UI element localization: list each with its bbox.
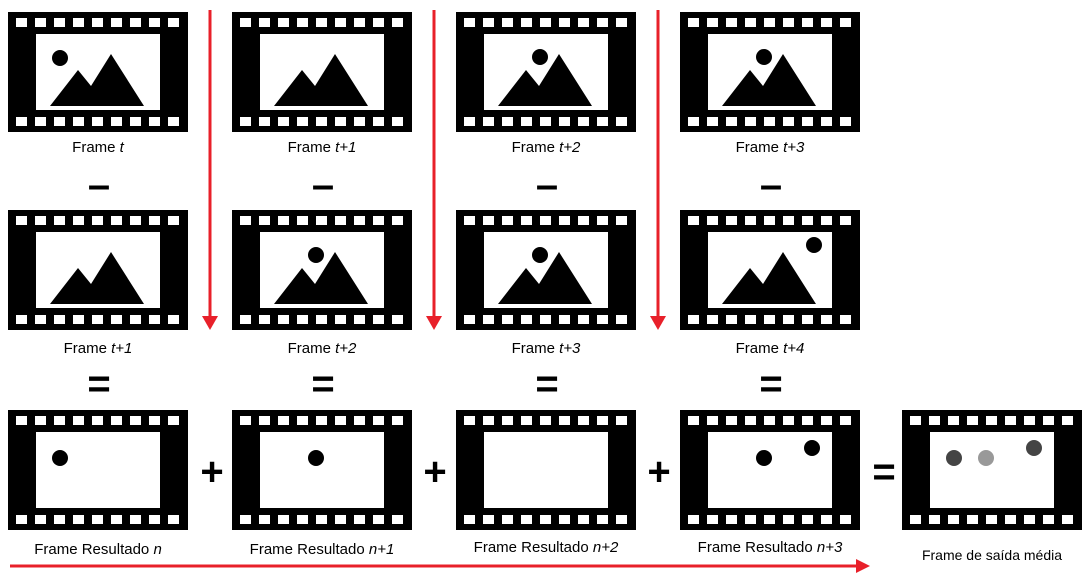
dot [756, 450, 772, 466]
film-frame-t3-b [456, 210, 636, 330]
film-result-n3 [680, 410, 860, 530]
dot [52, 50, 68, 66]
label-frame-t3-b: Frame t+3 [456, 340, 636, 357]
film-result-n1 [232, 410, 412, 530]
film-frame-t3 [680, 12, 860, 132]
label-frame-t1: Frame t+1 [232, 139, 412, 156]
minus-operator: – [751, 165, 791, 205]
film-frame-t2 [456, 12, 636, 132]
arrow-down-icon [424, 10, 444, 332]
film-result-n2 [456, 410, 636, 530]
label-result-n2: Frame Resultado n+2 [456, 539, 636, 556]
minus-operator: – [303, 165, 343, 205]
film-frame-t [8, 12, 188, 132]
dot [308, 450, 324, 466]
label-frame-t: Frame t [8, 139, 188, 156]
dot [978, 450, 994, 466]
minus-operator: – [527, 165, 567, 205]
arrow-down-icon [648, 10, 668, 332]
equals-operator: = [751, 364, 791, 404]
plus-operator: + [415, 452, 455, 492]
label-frame-t2: Frame t+2 [456, 139, 636, 156]
minus-operator: – [79, 165, 119, 205]
label-frame-t2-b: Frame t+2 [232, 340, 412, 357]
label-result-n3: Frame Resultado n+3 [680, 539, 860, 556]
equals-operator: = [79, 364, 119, 404]
film-frame-t1 [232, 12, 412, 132]
label-result-n1: Frame Resultado n+1 [232, 541, 412, 558]
dot [804, 440, 820, 456]
dot [946, 450, 962, 466]
plus-operator: + [192, 452, 232, 492]
equals-operator: = [864, 452, 904, 492]
film-frame-t2-b [232, 210, 412, 330]
dot [806, 237, 822, 253]
plus-operator: + [639, 452, 679, 492]
equals-operator: = [527, 364, 567, 404]
dot [52, 450, 68, 466]
film-frame-t1-b [8, 210, 188, 330]
film-output-average [902, 410, 1082, 530]
dot [1026, 440, 1042, 456]
label-result-n: Frame Resultado n [8, 541, 188, 558]
label-frame-t3: Frame t+3 [680, 139, 860, 156]
label-frame-t4-b: Frame t+4 [680, 340, 860, 357]
label-output-average: Frame de saída média [902, 547, 1082, 563]
dot [308, 247, 324, 263]
arrow-right-icon [10, 558, 872, 574]
dot [756, 49, 772, 65]
label-frame-t1-b: Frame t+1 [8, 340, 188, 357]
dot [532, 49, 548, 65]
dot [532, 247, 548, 263]
arrow-down-icon [200, 10, 220, 332]
film-frame-t4-b [680, 210, 860, 330]
equals-operator: = [303, 364, 343, 404]
film-result-n [8, 410, 188, 530]
